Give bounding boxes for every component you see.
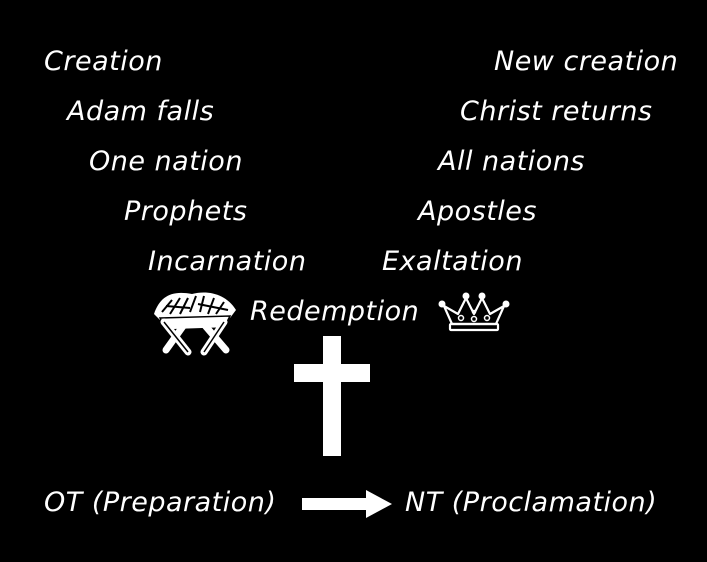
- left-label-creation: Creation: [44, 46, 163, 77]
- bottom-label-ot: OT (Preparation): [44, 487, 277, 518]
- right-label-new-creation: New creation: [494, 46, 679, 77]
- bottom-label-nt: NT (Proclamation): [405, 487, 658, 518]
- left-label-adam-falls: Adam falls: [67, 96, 215, 127]
- cross-icon: [294, 336, 370, 456]
- crown-icon: [438, 292, 510, 332]
- right-label-apostles: Apostles: [418, 196, 537, 227]
- right-label-all-nations: All nations: [438, 146, 585, 177]
- left-label-incarnation: Incarnation: [148, 246, 307, 277]
- right-label-christ-returns: Christ returns: [460, 96, 653, 127]
- center-label-redemption: Redemption: [250, 296, 420, 327]
- right-label-exaltation: Exaltation: [382, 246, 523, 277]
- manger-icon: [154, 292, 236, 356]
- left-label-prophets: Prophets: [124, 196, 248, 227]
- arrow-right-icon: [302, 490, 392, 518]
- left-label-one-nation: One nation: [89, 146, 243, 177]
